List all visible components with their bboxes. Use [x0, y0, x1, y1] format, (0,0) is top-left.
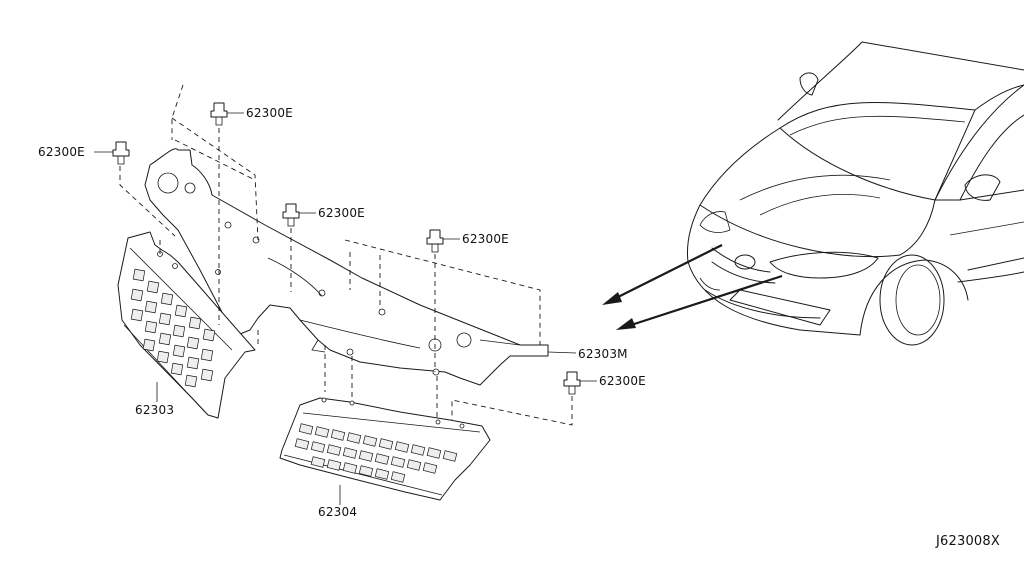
callout-clip-left: 62300E — [38, 145, 85, 159]
callout-lower-grille: 62304 — [318, 505, 357, 519]
callout-clip-right: 62300E — [599, 374, 646, 388]
clip-top — [211, 103, 227, 125]
car-illustration — [688, 42, 1024, 345]
callout-clip-middle: 62300E — [318, 206, 365, 220]
callout-clip-top: 62300E — [246, 106, 293, 120]
clip-right — [564, 372, 580, 394]
lower-grille-62304 — [280, 398, 490, 500]
clip-middle — [283, 204, 299, 226]
diagram-code: J623008X — [935, 534, 1000, 549]
callout-clip-center: 62300E — [462, 232, 509, 246]
callout-bracket: 62303M — [578, 347, 628, 361]
direction-arrows — [602, 245, 782, 330]
callout-upper-grille: 62303 — [135, 403, 174, 417]
clip-center — [427, 230, 443, 252]
clip-left — [113, 142, 129, 164]
